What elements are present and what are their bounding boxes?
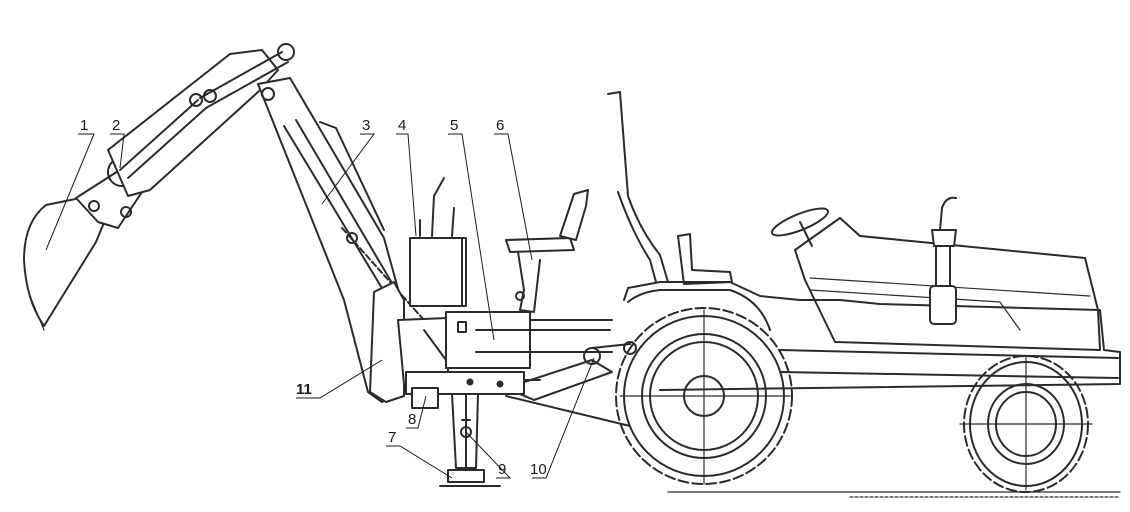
ground	[667, 491, 1121, 498]
callout-7: 7	[388, 429, 396, 446]
rops-frame	[607, 91, 669, 283]
dipper-arm	[107, 49, 279, 197]
exhaust-pipe	[935, 245, 951, 287]
tractor	[607, 91, 1121, 493]
tractor-chassis	[623, 281, 1121, 391]
leader-lines	[45, 133, 595, 479]
callout-8: 8	[408, 411, 416, 428]
callout-2: 2	[112, 117, 120, 134]
tractor-hood	[794, 217, 1101, 351]
operator-seat-cushion	[505, 237, 575, 253]
control-lever-2	[451, 207, 455, 237]
callout-1: 1	[80, 117, 88, 134]
bucket	[23, 193, 111, 327]
tractor-seat	[677, 233, 733, 285]
operator-seat-back	[559, 189, 589, 241]
control-lever-1	[431, 195, 435, 237]
callout-labels: 1 2 3 4 5 6 7 8 9 10 11	[80, 117, 547, 478]
callout-5: 5	[450, 117, 458, 134]
control-valve-box	[409, 237, 467, 307]
callout-4: 4	[398, 117, 406, 134]
air-cleaner	[929, 285, 957, 325]
callout-10: 10	[530, 461, 547, 478]
stabilizer-pad	[447, 469, 485, 483]
backhoe	[23, 43, 637, 487]
callout-9: 9	[498, 461, 506, 478]
subframe-box	[445, 311, 531, 369]
drawbar-link	[505, 359, 613, 401]
front-wheel	[959, 355, 1093, 493]
callout-11: 11	[296, 381, 312, 398]
callout-3: 3	[362, 117, 370, 134]
exhaust-cap	[931, 229, 957, 247]
swing-frame	[369, 281, 405, 403]
callout-6: 6	[496, 117, 504, 134]
rear-wheel	[615, 307, 793, 485]
